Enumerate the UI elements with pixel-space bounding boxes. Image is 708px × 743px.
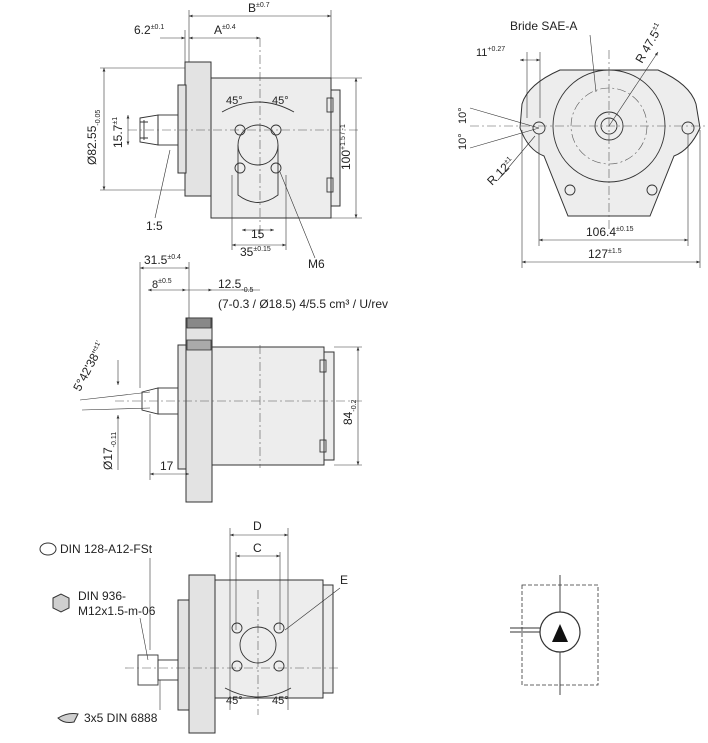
angle-10-upper: 10° (457, 107, 469, 124)
view-side-top: B±0.7 6.2±0.1 A±0.4 45° 45° Ø82.55-0.05 … (85, 1, 362, 271)
spigot (177, 84, 187, 174)
pump-body-bottom (214, 579, 324, 699)
view-flange-front: Bride SAE-A R 47.5±1 11+0.27 10° 10° R 1… (457, 19, 705, 268)
label-bride-sae-a: Bride SAE-A (510, 19, 577, 33)
thread-M6: M6 (308, 257, 325, 271)
dim-A: A±0.4 (214, 23, 236, 37)
displacement-note: (7-0.3 / Ø18.5) 4/5.5 cm³ / U/rev (218, 297, 388, 311)
dim-R47-5: R 47.5±1 (632, 21, 666, 65)
nut-icon (52, 593, 70, 613)
dim-15-7: 15.7±1 (111, 117, 125, 148)
mounting-flange-bottom (188, 574, 216, 734)
dim-8: 8±0.5 (152, 278, 172, 291)
dim-106-4: 106.4±0.15 (586, 225, 634, 239)
dim-12-5: 12.5-0.5 (218, 277, 254, 294)
flange-outline (519, 69, 701, 217)
dim-17: 17 (160, 459, 174, 473)
dim-31-5: 31.5±0.4 (144, 253, 181, 267)
dim-11: 11+0.27 (476, 46, 505, 59)
dim-D: D (253, 519, 262, 533)
dim-D17: Ø17-0.11 (101, 432, 118, 470)
key-icon (57, 713, 79, 723)
pump-body-mid (211, 346, 325, 466)
washer-icon (39, 542, 57, 556)
mounting-flange (184, 61, 212, 197)
pump-direction-arrow-icon (552, 624, 568, 642)
taper-angle: 5°42'38"±1' (70, 339, 108, 393)
part-din-6888: 3x5 DIN 6888 (84, 711, 158, 725)
pump-body (210, 77, 332, 219)
port-pattern-bottom (224, 552, 292, 710)
dim-35: 35±0.15 (240, 245, 271, 259)
angle-10-lower: 10° (457, 133, 469, 150)
end-cap (330, 89, 341, 207)
dim-127: 127±1.5 (588, 247, 622, 261)
dim-R12: R 12±1 (484, 155, 517, 188)
hydraulic-pump-symbol (510, 575, 599, 695)
part-din-128: DIN 128-A12-FSt (60, 542, 153, 556)
dim-6-2: 6.2±0.1 (134, 23, 164, 37)
angle-45-right: 45° (272, 95, 289, 107)
angle-45-left: 45° (226, 95, 243, 107)
dim-15: 15 (251, 227, 265, 241)
part-din-936-line2: M12x1.5-m-06 (78, 604, 156, 618)
ratio-label: 1:5 (146, 219, 163, 233)
dim-82-55: Ø82.55-0.05 (85, 110, 102, 165)
angle-45-bottom-right: 45° (272, 695, 289, 707)
dim-84: 84-0.2 (341, 399, 358, 425)
angle-45-bottom-left: 45° (226, 695, 243, 707)
port-pattern-top (221, 101, 295, 203)
label-E: E (340, 573, 348, 587)
view-side-middle: 31.5±0.4 8±0.5 12.5-0.5 (7-0.3 / Ø18.5) … (70, 253, 388, 503)
part-din-936-line1: DIN 936- (78, 589, 126, 603)
view-side-bottom: D C E 45° 45° DIN 128-A12-FSt DIN 936- M… (39, 519, 348, 734)
dim-C: C (253, 541, 262, 555)
dim-100: 100+1.5 / -1 (339, 124, 353, 170)
dim-B: B±0.7 (248, 1, 270, 15)
